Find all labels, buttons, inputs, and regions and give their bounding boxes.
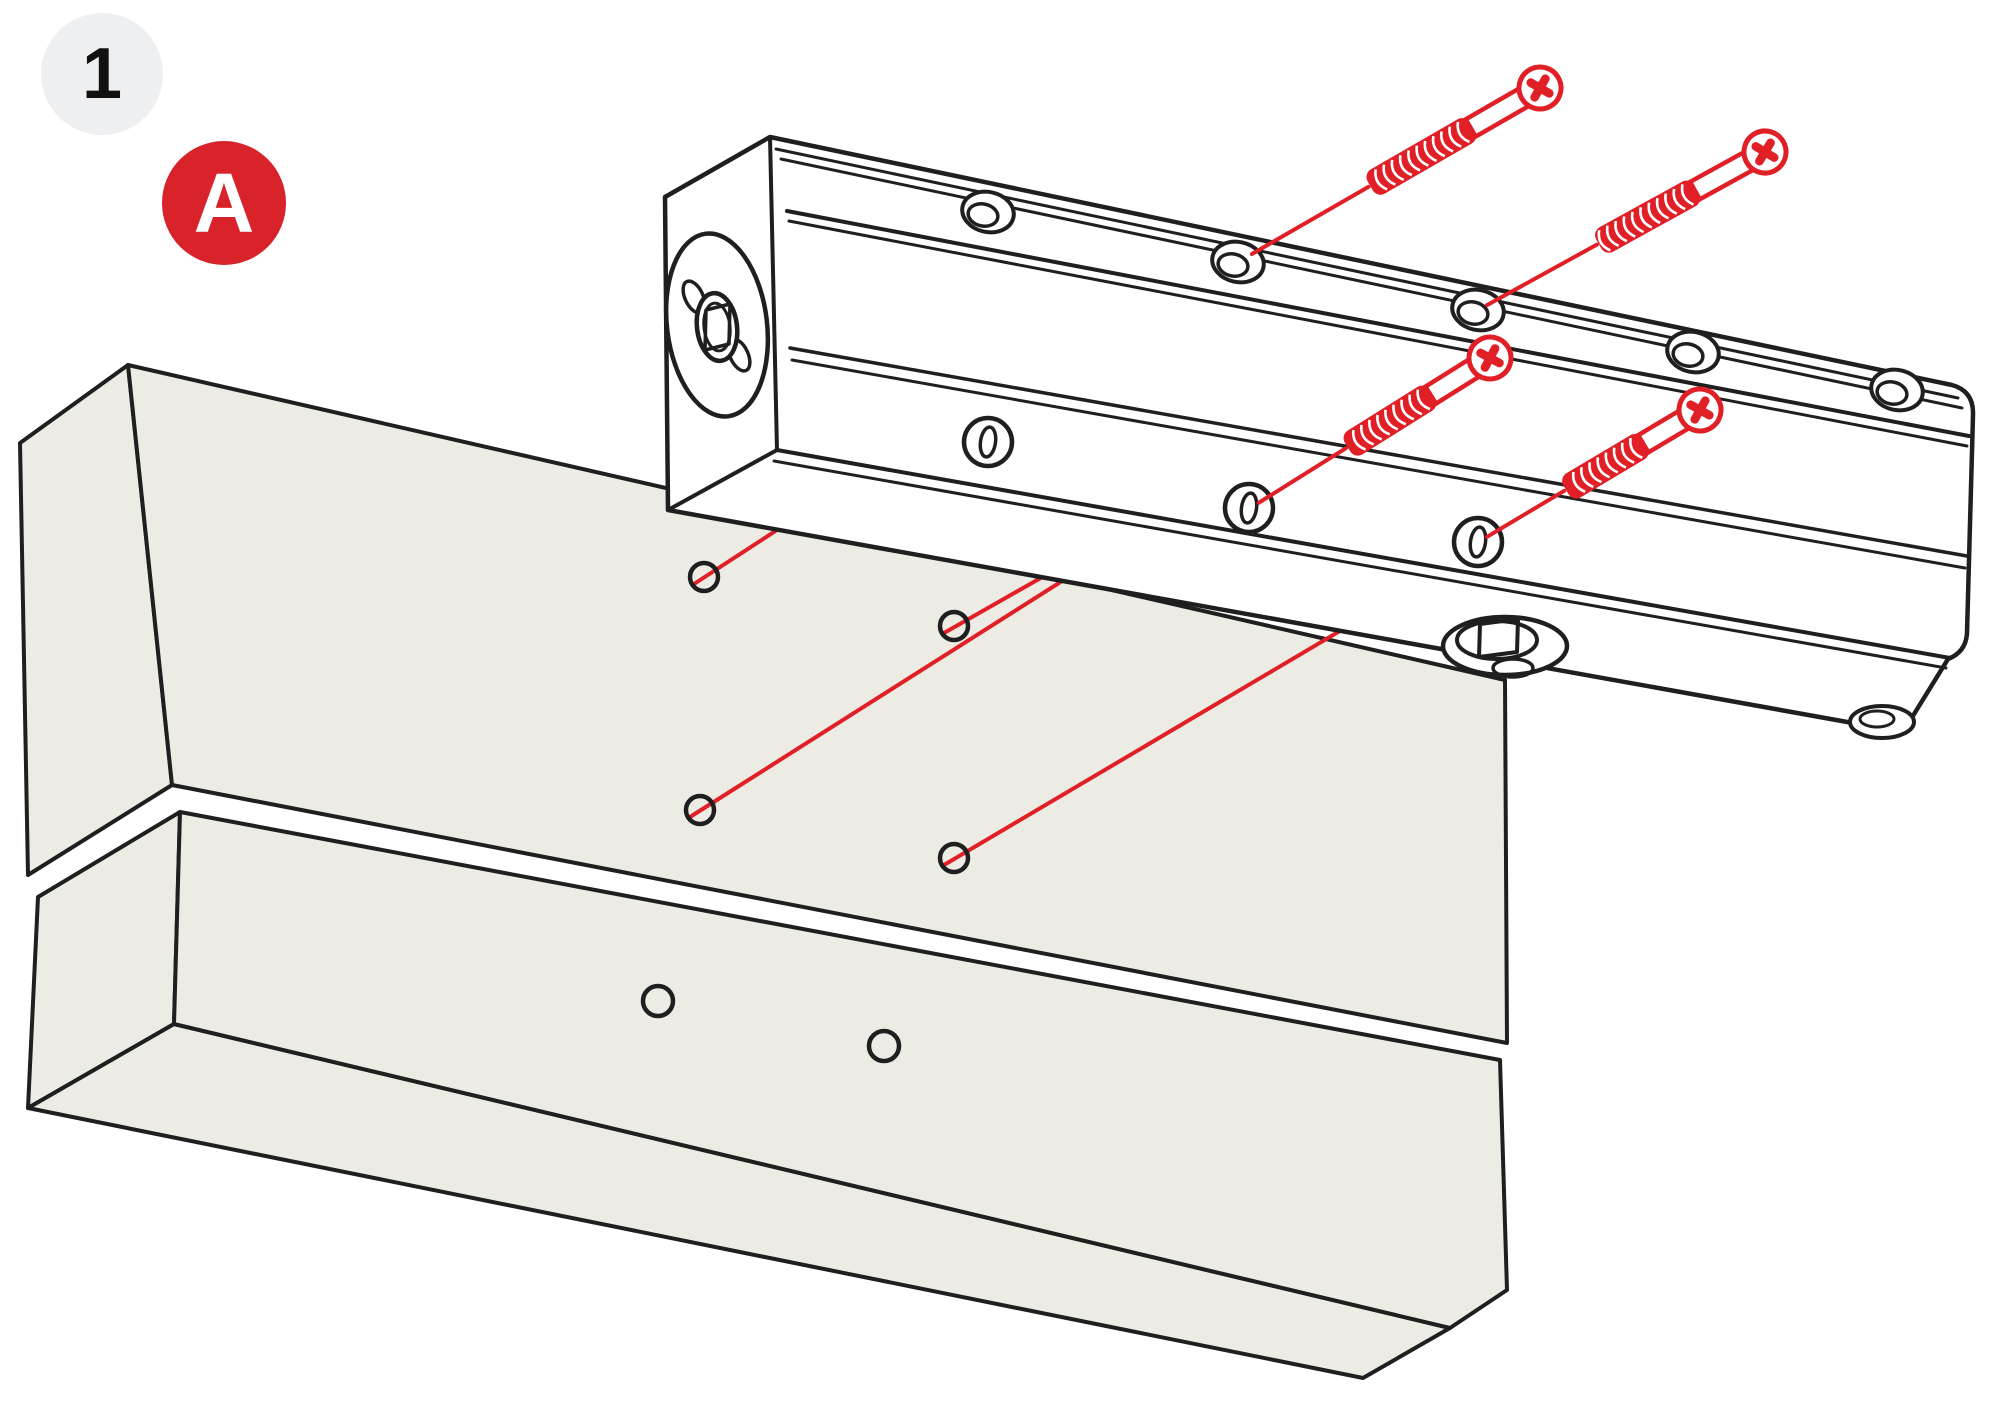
pilot-leader-3 (688, 574, 1072, 819)
closer-front-hole-3 (1451, 515, 1505, 569)
pilot-hole-4 (937, 841, 971, 875)
pinion-boss-outer (1440, 614, 1570, 678)
mounting-screw-2 (1485, 128, 1789, 308)
closer-end-spindle-square (703, 302, 732, 352)
mounting-screw-4-phillips-cross-icon (1686, 396, 1714, 424)
closer-end-face-fold (768, 135, 779, 452)
arm-hole-right (866, 1028, 902, 1064)
mounting-screw-4 (1484, 386, 1724, 539)
variant-letter-label: A (193, 156, 255, 250)
closer-top-hole-1-inner (966, 202, 1000, 228)
closer-mid-groove-2 (790, 358, 1967, 570)
closer-end-bottom-fold (666, 448, 779, 512)
arm-hole-left (640, 983, 676, 1019)
mounting-screw-1 (1249, 64, 1564, 257)
pilot-hole-1 (687, 560, 721, 594)
closer-front-bottom-edge (775, 448, 1952, 660)
closer-top-hole-5-inner (1875, 380, 1909, 406)
closer-bottom-chamfer (772, 459, 1948, 670)
pilot-hole-3 (683, 793, 717, 827)
closer-top-hole-3-inner (1456, 300, 1490, 326)
closer-top-chamfer-1 (774, 147, 1960, 400)
closer-top-hole-2-inner (1216, 252, 1250, 278)
door-lower-panel-front-face (172, 810, 1509, 1330)
pinion-boss-detail (1491, 657, 1535, 679)
closer-front-hole-1-slot (978, 425, 998, 459)
pilot-leader-4 (942, 623, 1352, 867)
closer-front-top-edge (785, 209, 1971, 438)
closer-front-top-edge-2 (787, 219, 1969, 448)
mounting-screw-3 (1256, 334, 1514, 505)
closer-front-hole-1 (961, 415, 1015, 469)
closer-mid-groove-1 (788, 346, 1969, 558)
step-number-badge: 1 (41, 13, 163, 135)
mounting-screw-1-phillips-cross-icon (1526, 74, 1554, 102)
closer-front-hole-2 (1222, 481, 1276, 535)
variant-letter-badge: A (162, 141, 286, 265)
closer-front-hole-3-slot (1468, 525, 1488, 559)
mounting-screw-3-phillips-cross-icon (1476, 344, 1504, 372)
valve-boss-inner (1858, 709, 1896, 729)
mounting-screw-2-phillips-cross-icon (1751, 138, 1779, 166)
pinion-spindle-square (1477, 617, 1520, 659)
closer-front-hole-2-slot (1239, 491, 1259, 525)
pilot-hole-2 (937, 609, 971, 643)
closer-top-hole-4-inner (1671, 342, 1705, 368)
step-number-label: 1 (81, 34, 123, 114)
